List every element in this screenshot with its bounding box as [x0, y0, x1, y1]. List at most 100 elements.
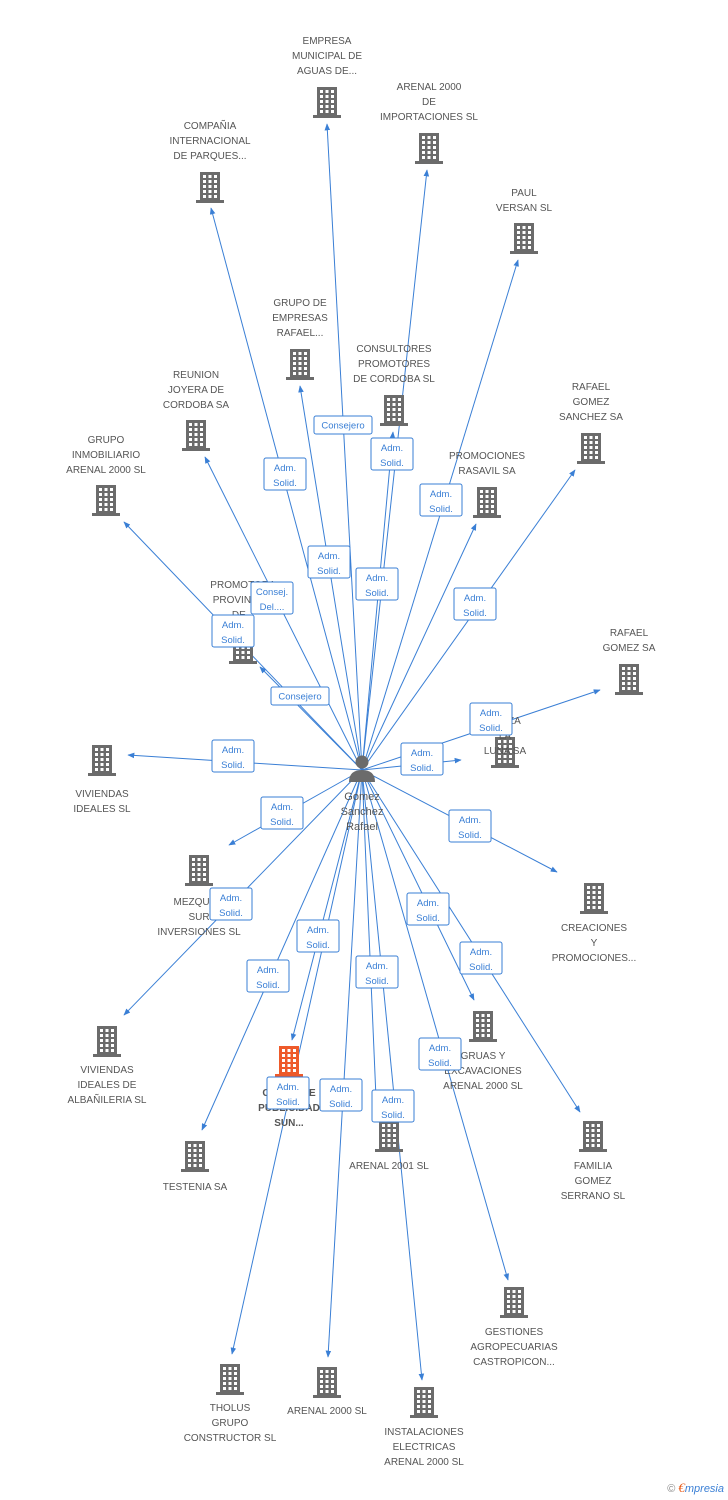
company-node-arenal-2001[interactable]: ARENAL 2001 SL: [349, 1121, 429, 1172]
edge-label-text: Adm.: [430, 489, 452, 500]
edge-label[interactable]: Adm.Solid.: [209, 887, 253, 921]
edge-label-text: Adm.: [220, 893, 242, 904]
edge-label[interactable]: Adm.Solid.: [355, 955, 399, 989]
edge-label[interactable]: Adm.Solid.: [246, 959, 290, 993]
edge-label[interactable]: Adm.Solid.: [469, 702, 513, 736]
edge-label-text: Solid.: [479, 723, 503, 734]
company-label-line: CREACIONES: [561, 923, 627, 934]
edge-label[interactable]: Consejero: [313, 415, 373, 435]
edge-label-text: Solid.: [306, 940, 330, 951]
edge-label[interactable]: Adm.Solid.: [418, 1037, 462, 1071]
edge-label-box: [355, 567, 399, 601]
edge-label[interactable]: Consej.Del....: [250, 581, 294, 615]
edge-label[interactable]: Adm.Solid.: [448, 809, 492, 843]
edge-label-box: [418, 1037, 462, 1071]
building-icon: [216, 1364, 244, 1395]
edge-label-box: [313, 415, 373, 435]
edge-label-text: Adm.: [411, 748, 433, 759]
edge-label-box: [296, 919, 340, 953]
company-node-gestiones-agropecuarias[interactable]: GESTIONESAGROPECUARIASCASTROPICON...: [470, 1287, 558, 1368]
edge-label[interactable]: Adm.Solid.: [406, 892, 450, 926]
company-label-line: AGUAS DE...: [297, 66, 357, 77]
company-node-arenal-2000[interactable]: ARENAL 2000 SL: [287, 1367, 367, 1417]
company-node-testenia[interactable]: TESTENIA SA: [163, 1141, 228, 1193]
edge-label-box: [211, 614, 255, 648]
company-node-creaciones-promociones[interactable]: CREACIONESYPROMOCIONES...: [552, 883, 636, 964]
edge-label[interactable]: Adm.Solid.: [307, 545, 351, 579]
footer-brand: ©€mpresia: [667, 1480, 724, 1496]
edge-label-text: Solid.: [273, 478, 297, 489]
edge-label[interactable]: Consejero: [270, 686, 330, 706]
company-label-line: LUNA SA: [484, 746, 527, 757]
edge-label[interactable]: Adm.Solid.: [260, 796, 304, 830]
edge-label[interactable]: Adm.Solid.: [211, 739, 255, 773]
relationship-edge: [361, 769, 581, 1113]
edge-label[interactable]: Adm.Solid.: [296, 919, 340, 953]
edge-label-text: Solid.: [380, 458, 404, 469]
company-label-line: GOMEZ: [575, 1176, 612, 1187]
edge-label-box: [319, 1078, 363, 1112]
company-label-line: FAMILIA: [574, 1161, 613, 1172]
edge-label-box: [400, 742, 444, 776]
relationship-edge: [201, 769, 363, 1131]
edge-label[interactable]: Adm.Solid.: [355, 567, 399, 601]
edge-label-box: [406, 892, 450, 926]
company-label-line: ARENAL 2000 SL: [384, 1457, 464, 1468]
company-label-line: GRUPO: [88, 435, 125, 446]
edge-label[interactable]: Adm.Solid.: [459, 941, 503, 975]
building-icon: [313, 87, 341, 118]
edge-label[interactable]: Adm.Solid.: [263, 457, 307, 491]
company-node-grupo-empresas-rafael[interactable]: GRUPO DEEMPRESASRAFAEL...: [272, 298, 328, 380]
company-label-line: ALBAÑILERIA SL: [68, 1093, 147, 1106]
edge-label-text: Adm.: [429, 1043, 451, 1054]
company-label-line: SUN...: [274, 1118, 304, 1129]
edge-label[interactable]: Adm.Solid.: [371, 1089, 415, 1123]
edge-label-box: [371, 1089, 415, 1123]
building-icon: [181, 1141, 209, 1172]
edge-labels-layer: Adm. Solid. Adm. Solid. Adm. Solid. Adm. Solid.…: [209, 415, 513, 1123]
company-label-line: CORDOBA SA: [163, 400, 229, 411]
company-label-line: COMPAÑIA: [184, 119, 237, 132]
edge-label[interactable]: Adm.Solid.: [370, 437, 414, 471]
edge-label-box: [453, 587, 497, 621]
company-label-line: CASTROPICON...: [473, 1357, 555, 1368]
center-person-node[interactable]: Gomez Sanchez Rafael: [341, 755, 384, 834]
edge-label[interactable]: Adm. Solid.: [211, 614, 255, 648]
brand-name: mpresia: [684, 1483, 724, 1495]
edge-label-text: Adm.: [222, 620, 244, 631]
company-label-line: ELECTRICAS: [393, 1442, 456, 1453]
edge-label-text: Solid.: [458, 830, 482, 841]
edge-label-text: Solid.: [221, 635, 245, 646]
edge-label[interactable]: Adm.Solid.: [266, 1076, 310, 1110]
edge-label-text: Solid.: [256, 980, 280, 991]
center-label-line: Gomez: [344, 791, 379, 803]
edge-label[interactable]: Adm.Solid.: [400, 742, 444, 776]
building-icon: [410, 1387, 438, 1418]
edge-label[interactable]: Adm.Solid.: [419, 483, 463, 517]
edge-label-text: Adm.: [277, 1082, 299, 1093]
building-icon: [182, 420, 210, 451]
edge-label-box: [246, 959, 290, 993]
edge-label-text: Adm.: [366, 573, 388, 584]
building-icon: [88, 745, 116, 776]
edge-label-box: [263, 457, 307, 491]
edge-label[interactable]: Adm.Solid.: [319, 1078, 363, 1112]
edge-label[interactable]: Adm.Solid.: [453, 587, 497, 621]
